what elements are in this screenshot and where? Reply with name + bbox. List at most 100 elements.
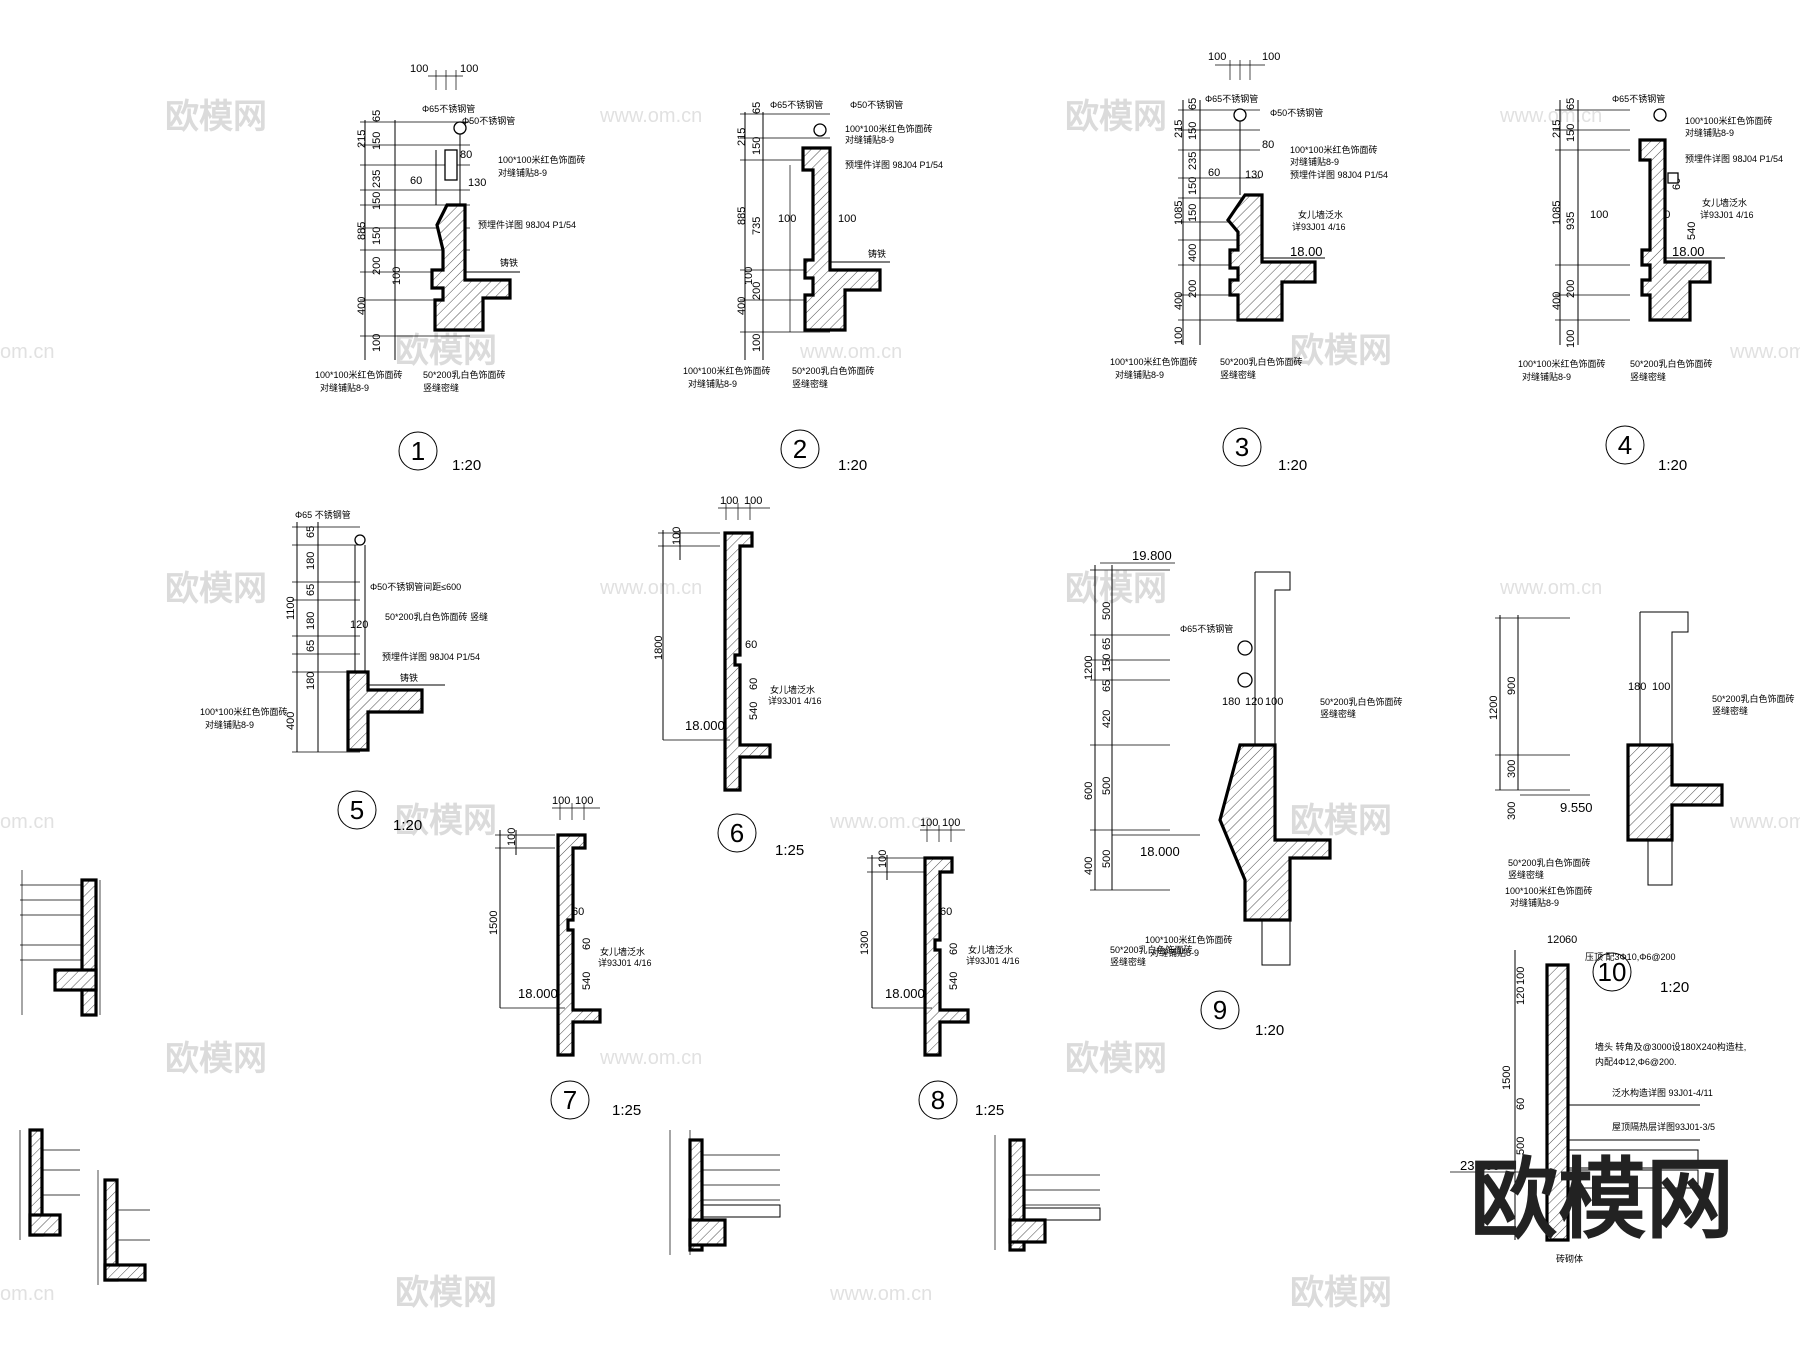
dim-text: 400 <box>1187 244 1199 262</box>
note-text: Φ65不锈钢管 <box>770 99 823 110</box>
note-text: 压顶 配3Φ10,Φ6@200 <box>1585 952 1676 962</box>
level-mark: 18.000 <box>685 718 725 733</box>
dim-text: 100 <box>1590 209 1608 221</box>
dim-text: 130 <box>1245 169 1263 181</box>
watermark-url: om.cn <box>0 341 54 363</box>
wall-below <box>1647 839 1673 886</box>
dim-text: 1085 <box>1551 201 1563 225</box>
dim-text: 215 <box>356 130 368 148</box>
dim-text: 100 <box>1262 51 1280 63</box>
note-text: Φ50不锈钢管 <box>462 115 515 126</box>
note-text: 预埋件详图 98J04 P1/54 <box>1290 169 1388 180</box>
dim-text: 400 <box>1551 292 1563 310</box>
detail-scale: 1:25 <box>775 842 804 859</box>
dim-text: 150 <box>371 192 383 210</box>
brick-wall-section <box>1545 963 1570 1242</box>
note-text: 100*100米红色饰面砖 <box>683 365 771 376</box>
dim-text: 500 <box>1101 602 1113 620</box>
watermark-url: www.om.cn <box>599 577 702 599</box>
note-text: 对缝铺贴8-9 <box>498 167 547 178</box>
note-text: 竖缝密缝 <box>423 382 459 393</box>
dim-text: 65 <box>371 110 383 122</box>
detail-number-circle <box>337 790 377 830</box>
level-mark: 19.800 <box>1132 548 1172 563</box>
detail-number-circle <box>550 1080 590 1120</box>
note-text: 对缝铺贴8-9 <box>320 382 369 393</box>
detail-scale: 1:25 <box>612 1102 641 1119</box>
detail-scale: 1:20 <box>1278 457 1307 474</box>
dim-text: 150 <box>1187 177 1199 195</box>
parapet-section <box>1626 743 1724 842</box>
dim-text: 130 <box>468 177 486 189</box>
detail-8: 100 100 100 1300 60 60 540 18.000 女儿墙泛水 … <box>859 817 1020 1120</box>
dim-text: 150 <box>1565 124 1577 142</box>
note-text: 100*100米红色饰面砖 <box>498 154 586 165</box>
dim-text: 150 <box>751 137 763 155</box>
dim-text: 180 <box>305 612 317 630</box>
dim-text: 60 <box>1565 934 1577 946</box>
dim-text: 100 <box>391 267 403 285</box>
watermarks: 欧模网 www.om.cn 欧模网 www.om.cn om.cn 欧模网 ww… <box>0 98 1800 1312</box>
note-text: 女儿墙泛水 <box>968 944 1013 955</box>
note-text: Φ65不锈钢管 <box>1180 623 1233 634</box>
dim-text: 65 <box>1187 98 1199 110</box>
baluster <box>444 149 458 181</box>
handrail-pipe <box>1653 108 1667 122</box>
note-text: 女儿墙泛水 <box>770 684 815 695</box>
parapet-section <box>556 833 602 1057</box>
dim-text: 150 <box>1187 204 1199 222</box>
dim-text: 935 <box>1565 212 1577 230</box>
dim-text: 100 <box>720 495 738 507</box>
note-text: Φ50不锈钢管 <box>850 99 903 110</box>
dim-text: 100 <box>552 795 570 807</box>
handrail-pipe <box>1233 108 1247 122</box>
detail-number: 8 <box>931 1085 945 1115</box>
partial-fragment-left-mid <box>20 870 101 1017</box>
watermark-url: www.om.cn <box>829 1283 932 1305</box>
note-text: Φ65不锈钢管 <box>1205 93 1258 104</box>
note-text: 100*100米红色饰面砖 <box>1518 358 1606 369</box>
dim-text: 100 <box>920 817 938 829</box>
detail-number: 5 <box>350 795 364 825</box>
roof-layer <box>1567 1169 1699 1189</box>
note-text: 竖缝密缝 <box>1630 371 1666 382</box>
level-mark: 18.000 <box>885 986 925 1001</box>
note-text: 对缝铺贴8-9 <box>1510 897 1559 908</box>
note-text: 50*200乳白色饰面砖 <box>423 369 506 380</box>
dim-text: 100 <box>575 795 593 807</box>
detail-scale: 1:20 <box>838 457 867 474</box>
note-text: 竖缝密缝 <box>1712 705 1748 716</box>
dim-text: 100 <box>671 527 683 545</box>
detail-scale: 1:20 <box>452 457 481 474</box>
dim-text: 215 <box>736 128 748 146</box>
note-text: 对缝铺贴8-9 <box>1150 947 1199 958</box>
note-text: 对缝铺贴8-9 <box>1522 371 1571 382</box>
dim-text: 1200 <box>1083 656 1095 680</box>
note-text: 预埋件详图 98J04 P1/54 <box>845 159 943 170</box>
note-text: 对缝铺贴8-9 <box>688 378 737 389</box>
dim-text: 400 <box>736 297 748 315</box>
dim-text: 100 <box>1515 967 1527 985</box>
detail-number: 9 <box>1213 995 1227 1025</box>
wall-below <box>1261 919 1291 966</box>
note-text: 女儿墙泛水 <box>600 946 645 957</box>
dim-text: 500 <box>1101 850 1113 868</box>
partial-fragment-left-bottom <box>19 1128 150 1285</box>
watermark-url: www.om.cn <box>829 811 932 833</box>
note-text: 100*100米红色饰面砖 <box>1685 115 1773 126</box>
dim-text: 735 <box>751 217 763 235</box>
note-text: 内配4Φ12,Φ6@200. <box>1595 1056 1677 1067</box>
note-text: 竖缝密缝 <box>1320 708 1356 719</box>
dim-text: 60 <box>410 175 422 187</box>
watermark-brand: 欧模网 <box>395 802 497 840</box>
handrail-pipe <box>354 534 366 546</box>
slab-section <box>103 1263 147 1282</box>
parapet-section <box>1638 138 1712 322</box>
dim-text: 180 <box>305 672 317 690</box>
dim-text: 60 <box>1515 1098 1527 1110</box>
detail-scale: 1:25 <box>975 1102 1004 1119</box>
watermark-brand: 欧模网 <box>1065 1040 1167 1078</box>
parapet-section <box>1225 193 1317 322</box>
watermark-url: www.om.cn <box>1499 577 1602 599</box>
note-text: 100*100米红色饰面砖 <box>1145 934 1233 945</box>
